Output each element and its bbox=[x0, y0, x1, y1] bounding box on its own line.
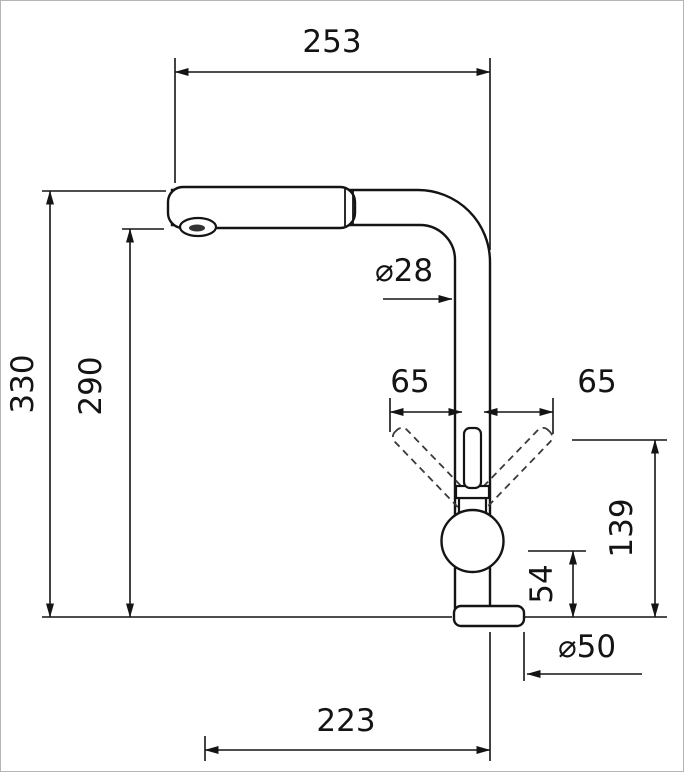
dim-label-base-diameter: ⌀50 bbox=[558, 629, 616, 665]
dim-330-total-height bbox=[42, 190, 452, 618]
dim-50-base-diameter bbox=[523, 632, 642, 681]
dim-139-handle-height bbox=[524, 439, 667, 618]
faucet-base bbox=[452, 604, 526, 628]
dimension-labels: 253 330 290 ⌀28 65 65 139 54 ⌀50 223 bbox=[5, 24, 640, 739]
dim-label-handle-height: 139 bbox=[604, 498, 640, 557]
dim-65-swing-left bbox=[389, 398, 463, 432]
dim-label-spout-height: 290 bbox=[73, 356, 109, 415]
dim-223-reach bbox=[204, 632, 491, 761]
dim-label-outlet-height: 54 bbox=[524, 564, 560, 603]
faucet-outline bbox=[166, 185, 554, 628]
aerator-outlet bbox=[189, 224, 205, 232]
dim-54-outlet-height bbox=[528, 550, 586, 618]
mixer-ball bbox=[440, 508, 505, 574]
dim-label-swing-right: 65 bbox=[577, 364, 616, 400]
dim-label-top-width: 253 bbox=[302, 24, 361, 60]
pull-out-head bbox=[166, 185, 357, 230]
dim-label-swing-left: 65 bbox=[390, 364, 429, 400]
dim-label-pipe-diameter: ⌀28 bbox=[375, 253, 433, 289]
dimension-lines bbox=[42, 58, 667, 761]
dim-253-top-width bbox=[174, 58, 491, 250]
dim-290-spout-height bbox=[122, 228, 164, 618]
dim-65-swing-right bbox=[483, 398, 554, 434]
dim-label-reach: 223 bbox=[316, 703, 375, 739]
dim-label-total-height: 330 bbox=[5, 354, 41, 413]
handle-lever bbox=[462, 426, 483, 490]
